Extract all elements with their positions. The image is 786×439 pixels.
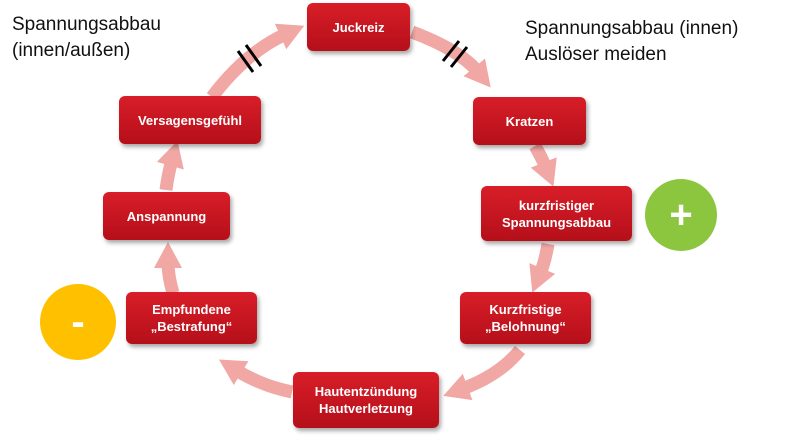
interrupt-mark-right-2 — [449, 46, 469, 68]
node-skin-damage-line-2: Hautverletzung — [319, 401, 413, 416]
minus-icon: - — [71, 299, 85, 344]
note-right: Spannungsabbau (innen) Auslöser meiden — [525, 16, 738, 68]
node-skin-damage: Hautentzündung Hautverletzung — [293, 372, 439, 428]
arrow-punishment-to-tension — [154, 242, 183, 295]
interrupt-mark-right-1 — [441, 40, 461, 62]
arrow-failure-to-itch — [206, 23, 305, 101]
arrow-reward-to-damage — [443, 345, 526, 401]
arrow-relief-to-reward — [529, 242, 556, 293]
node-itch: Juckreiz — [307, 3, 410, 51]
note-right-line-2: Auslöser meiden — [525, 44, 667, 65]
interrupt-mark-left-1 — [236, 50, 255, 73]
arrow-itch-to-scratch — [409, 25, 491, 88]
interrupt-mark-left-2 — [244, 44, 263, 67]
node-short-reward: Kurzfristige „Belohnung“ — [460, 292, 591, 344]
node-skin-damage-line-1: Hautentzündung — [314, 384, 418, 399]
note-left-line-1: Spannungsabbau — [12, 14, 161, 35]
node-short-relief-line-2: Spannungsabbau — [501, 214, 612, 230]
node-failure: Versagensgefühl — [119, 96, 261, 144]
node-short-reward-line-2: „Belohnung“ — [485, 319, 566, 334]
node-scratch: Kratzen — [473, 97, 586, 145]
plus-icon: + — [669, 192, 693, 237]
note-left: Spannungsabbau (innen/außen) — [12, 12, 161, 64]
arrow-tension-to-failure — [156, 140, 184, 191]
node-tension: Anspannung — [103, 192, 230, 240]
arrow-damage-to-punishment — [218, 359, 294, 399]
node-scratch-label: Kratzen — [505, 113, 554, 129]
note-right-line-1: Spannungsabbau (innen) — [525, 18, 739, 39]
note-left-line-2: (innen/außen) — [12, 40, 131, 61]
minus-badge: - — [40, 284, 116, 360]
node-tension-label: Anspannung — [126, 208, 207, 224]
node-short-relief-line-1: kurzfristiger — [518, 197, 595, 213]
node-punishment-line-1: Empfundene — [152, 302, 231, 317]
node-itch-label: Juckreiz — [332, 19, 385, 35]
plus-badge: + — [645, 179, 717, 251]
node-punishment: Empfundene „Bestrafung“ — [126, 292, 257, 344]
node-failure-label: Versagensgefühl — [137, 112, 243, 128]
interrupt-marks — [236, 40, 469, 73]
node-punishment-line-2: „Bestrafung“ — [150, 319, 233, 334]
node-short-relief: kurzfristiger Spannungsabbau — [481, 186, 632, 241]
node-short-reward-line-1: Kurzfristige — [489, 302, 562, 317]
arrow-scratch-to-relief — [529, 142, 557, 187]
